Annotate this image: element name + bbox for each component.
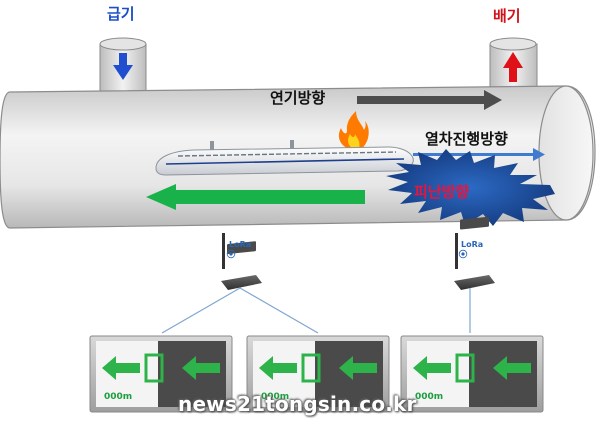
exit-sign-1: 000m — [89, 335, 233, 413]
watermark: news21tongsin.co.kr — [178, 392, 417, 416]
lora-label: LoRa — [461, 240, 483, 249]
lora-gateway-left: LoRa — [221, 233, 262, 290]
train-direction-arrow — [413, 148, 545, 161]
exit-sign-2: 000m — [246, 335, 390, 413]
lora-label: LoRa — [229, 240, 251, 249]
connection-lines — [161, 287, 471, 334]
evacuation-direction-label: 피난방향 — [414, 183, 470, 201]
intake-arrow-icon — [113, 53, 133, 80]
distance-label: 000m — [261, 392, 289, 402]
evacuation-direction-arrow — [146, 184, 365, 210]
exhaust-arrow-icon — [503, 52, 523, 82]
intake-label: 급기 — [107, 5, 135, 23]
evacuation-burst — [386, 149, 555, 226]
train — [155, 140, 414, 176]
train-direction-label: 열차진행방향 — [425, 130, 508, 148]
exit-sign-3: 000m — [400, 335, 544, 413]
smoke-direction-arrow — [357, 90, 502, 110]
smoke-direction-label: 연기방향 — [270, 89, 326, 107]
fire-icon — [338, 111, 369, 150]
lora-gateway-right: LoRa — [454, 216, 495, 290]
distance-label: 000m — [415, 392, 443, 402]
exhaust-label: 배기 — [493, 7, 521, 25]
distance-label: 000m — [104, 392, 132, 402]
